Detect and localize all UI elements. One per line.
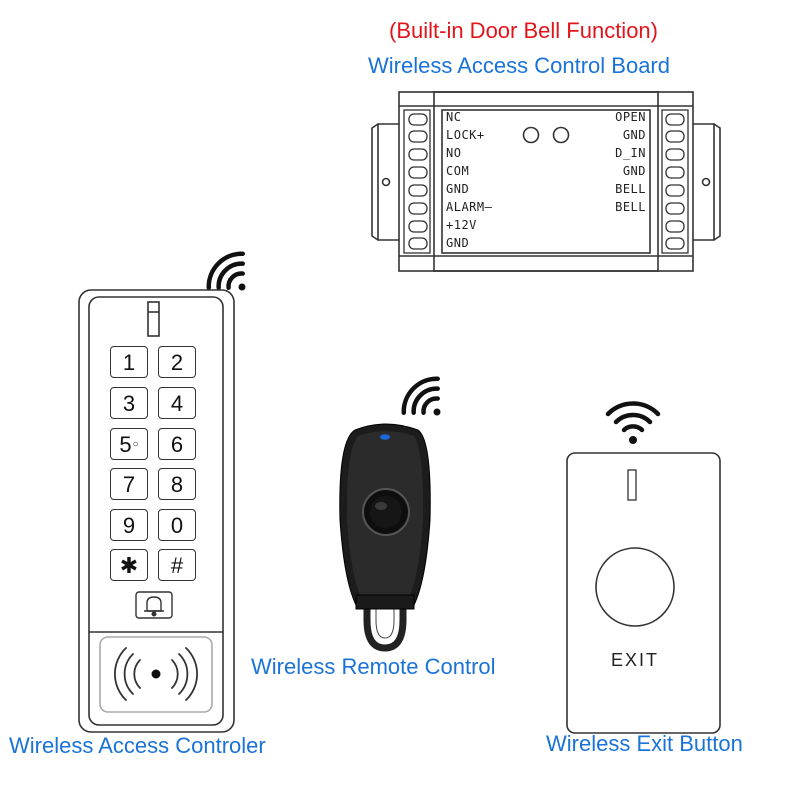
terminal-label: NC	[446, 110, 462, 124]
keypad-key-label: 5	[119, 432, 132, 457]
exit-button-device	[566, 452, 721, 734]
keypad-key: ✱	[110, 549, 148, 581]
terminal-label: BELL	[615, 182, 646, 196]
terminal-label: +12V	[446, 218, 477, 232]
terminal-label: COM	[446, 164, 470, 178]
remote-control	[339, 423, 431, 652]
keypad-key: 6	[158, 428, 196, 460]
wifi-signal-icon	[605, 401, 661, 444]
rfid-wave-icon	[114, 647, 198, 701]
exit-label: Wireless Exit Button	[546, 731, 743, 756]
right-terminal-block	[661, 109, 689, 254]
keypad-label: Wireless Access Controler	[9, 733, 266, 758]
keypad-key: 0	[158, 509, 196, 541]
terminal-label: GND	[622, 128, 646, 142]
keypad-key: 9	[110, 509, 148, 541]
subtitle: (Built-in Door Bell Function)	[389, 18, 658, 43]
wifi-signal-icon	[401, 376, 441, 416]
left-terminal-block	[403, 109, 431, 254]
control-board	[371, 91, 721, 272]
bell-icon	[144, 596, 164, 617]
keypad-device	[78, 289, 235, 733]
terminal-label: GND	[446, 236, 470, 250]
terminal-label: LOCK+	[446, 128, 485, 142]
keypad-key: 7	[110, 468, 148, 500]
keypad-key: 1	[110, 346, 148, 378]
board-label: Wireless Access Control Board	[368, 53, 670, 78]
keypad-key: #	[158, 549, 196, 581]
keypad-key: 4	[158, 387, 196, 419]
remote-label: Wireless Remote Control	[251, 654, 496, 679]
terminal-label: GND	[622, 164, 646, 178]
terminal-label: NO	[446, 146, 462, 160]
terminal-label: D_IN	[615, 146, 646, 160]
terminal-label: GND	[446, 182, 470, 196]
bell-button	[135, 591, 173, 619]
terminal-label: ALARM–	[446, 200, 493, 214]
terminal-label: OPEN	[615, 110, 646, 124]
wifi-signal-icon	[206, 251, 246, 291]
key-marker: ○	[132, 439, 139, 450]
keypad-key: 5○	[110, 428, 148, 460]
exit-text: EXIT	[610, 650, 659, 670]
keypad-key: 8	[158, 468, 196, 500]
keypad-key: 2	[158, 346, 196, 378]
keypad-key: 3	[110, 387, 148, 419]
terminal-label: BELL	[615, 200, 646, 214]
